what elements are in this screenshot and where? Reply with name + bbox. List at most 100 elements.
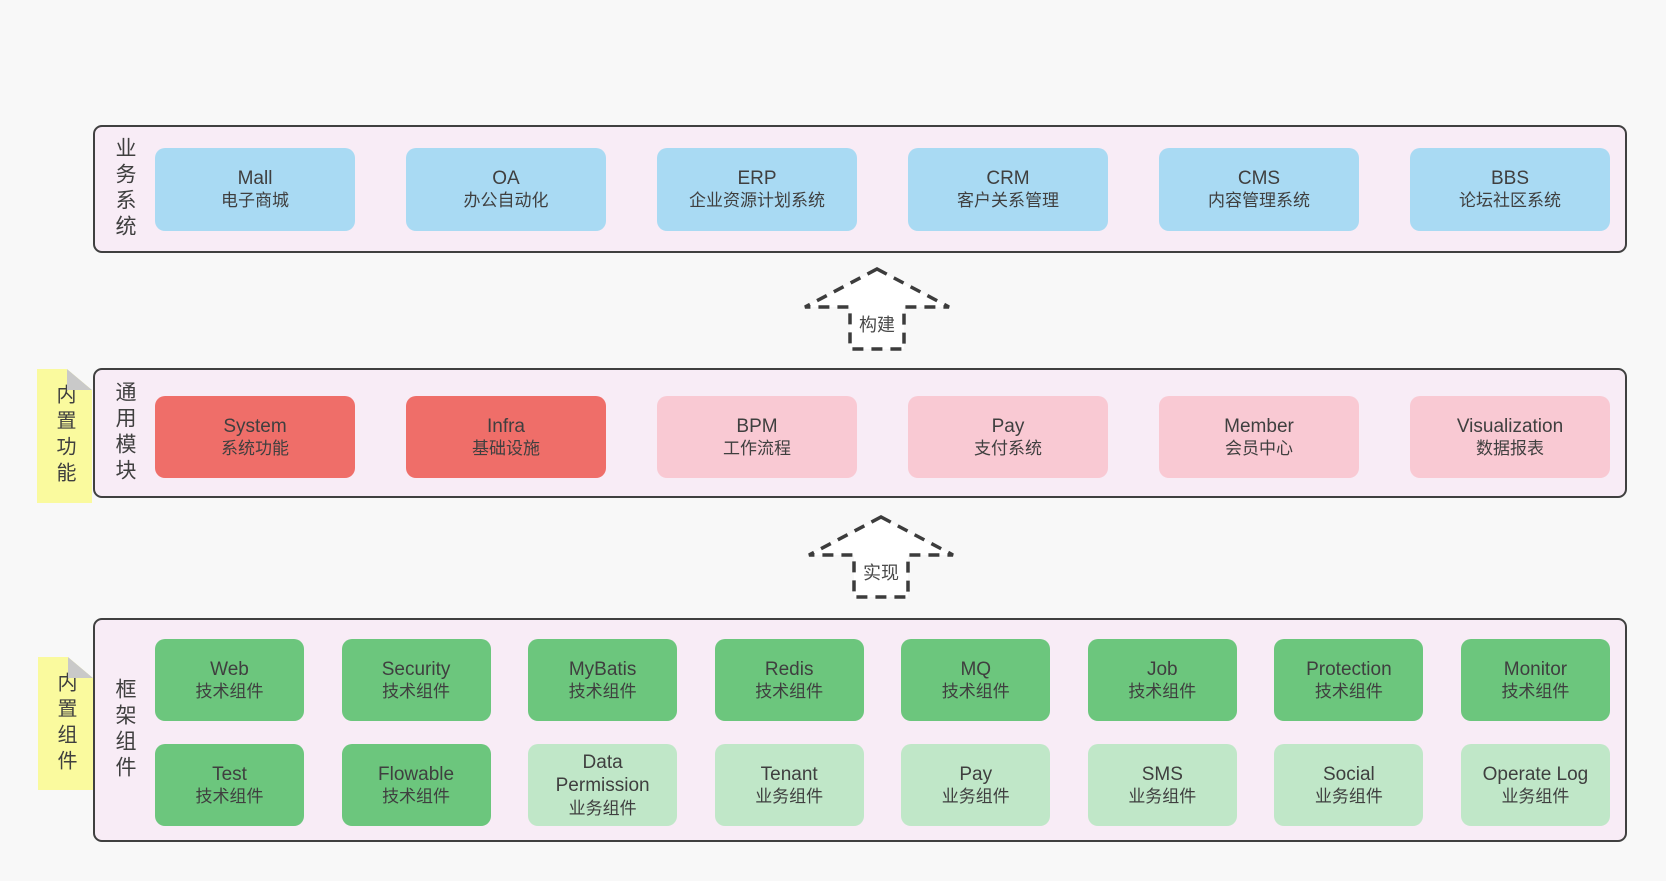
box-title: Operate Log: [1482, 763, 1589, 785]
box-subtitle: 会员中心: [1225, 439, 1293, 459]
box-title: Social: [1323, 763, 1375, 785]
box-subtitle: 系统功能: [221, 439, 289, 459]
arrow-up-icon: [804, 267, 950, 351]
arrow-implement: 实现: [806, 514, 956, 600]
box-title: Security: [381, 658, 451, 680]
box-subtitle: 内容管理系统: [1208, 191, 1310, 211]
box-subtitle: 技术组件: [1128, 682, 1197, 702]
box-subtitle: 电子商城: [221, 191, 289, 211]
box-title: Visualization: [1456, 415, 1564, 437]
box-subtitle: 技术组件: [382, 682, 451, 702]
layer-business-systems-label: 业务系统: [113, 137, 136, 241]
box-title: Monitor: [1503, 658, 1568, 680]
box-subtitle: 技术组件: [382, 787, 451, 807]
box-subtitle: 业务组件: [1128, 787, 1197, 807]
box-subtitle: 基础设施: [472, 439, 540, 459]
box-subtitle: 业务组件: [1501, 787, 1570, 807]
box-title: Pay: [991, 415, 1025, 437]
box-subtitle: 技术组件: [1314, 682, 1383, 702]
box-subtitle: 技术组件: [1501, 682, 1570, 702]
box-subtitle: 工作流程: [723, 439, 791, 459]
box-title: Flowable: [378, 763, 455, 785]
box-title: Data Permission: [555, 751, 650, 797]
box-data-permission-: Data Permission 业务组件: [528, 744, 678, 826]
box-subtitle: 业务组件: [568, 799, 637, 818]
box-title: Tenant: [760, 763, 818, 785]
box-title: ERP: [737, 167, 777, 189]
sticky-note-built-in-components: 内置组件: [38, 657, 93, 790]
box-subtitle: 技术组件: [195, 787, 264, 807]
layer-common-modules-label: 通用模块: [113, 381, 136, 485]
box-title: BBS: [1490, 167, 1530, 189]
box-title: Protection: [1306, 658, 1392, 680]
box-title: Pay: [959, 763, 993, 785]
box-subtitle: 技术组件: [568, 682, 637, 702]
box-title: Member: [1224, 415, 1294, 437]
arrow-build-label: 构建: [859, 315, 895, 335]
box-title: System: [223, 415, 287, 437]
box-title: Infra: [486, 415, 526, 437]
box-title: Job: [1146, 658, 1178, 680]
box-title: OA: [492, 167, 520, 189]
box-subtitle: 技术组件: [941, 682, 1010, 702]
arrow-up-icon: [808, 515, 954, 599]
box-title: SMS: [1141, 763, 1183, 785]
box-subtitle: 数据报表: [1476, 439, 1544, 459]
box-subtitle: 业务组件: [755, 787, 824, 807]
box-subtitle: 办公自动化: [463, 191, 549, 211]
box-title: MyBatis: [568, 658, 637, 680]
sticky-note-built-in-features-label: 内置功能: [53, 384, 75, 488]
sticky-note-built-in-features: 内置功能: [37, 369, 92, 503]
box-title: CRM: [986, 167, 1030, 189]
box-title: Web: [210, 658, 249, 680]
box-title: Redis: [764, 658, 814, 680]
arrow-build: 构建: [802, 266, 952, 352]
box-title: MQ: [960, 658, 992, 680]
box-subtitle: 业务组件: [1314, 787, 1383, 807]
box-title: BPM: [736, 415, 778, 437]
box-subtitle: 论坛社区系统: [1459, 191, 1561, 211]
box-subtitle: 技术组件: [195, 682, 264, 702]
arrow-implement-label: 实现: [863, 563, 899, 583]
box-subtitle: 技术组件: [755, 682, 824, 702]
box-subtitle: 支付系统: [974, 439, 1042, 459]
box-subtitle: 业务组件: [941, 787, 1010, 807]
box-title: CMS: [1237, 167, 1281, 189]
box-title: Mall: [237, 167, 273, 189]
sticky-note-built-in-components-label: 内置组件: [54, 671, 76, 776]
box-title: Test: [212, 763, 247, 785]
box-subtitle: 客户关系管理: [957, 191, 1059, 211]
